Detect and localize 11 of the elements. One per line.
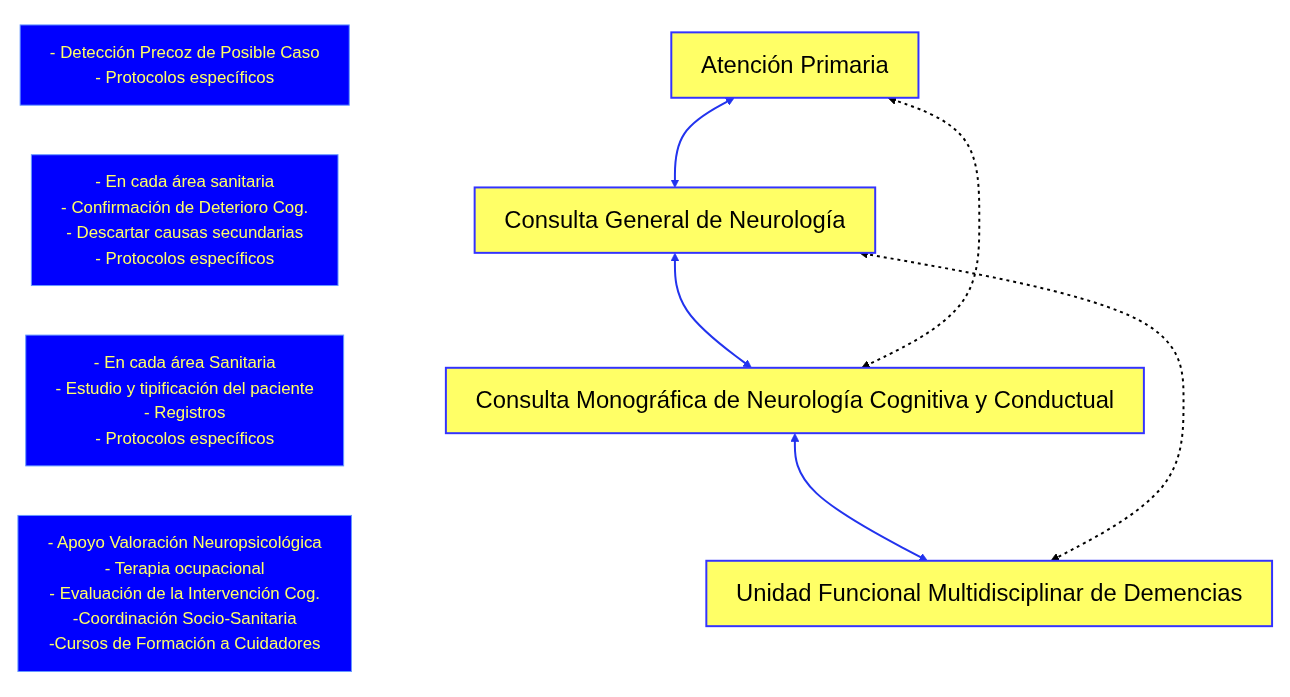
node-box: Atención Primaria: [670, 31, 920, 100]
node-box: Consulta General de Neurología: [473, 186, 877, 255]
node-box: Unidad Funcional Multidisciplinar de Demencias: [705, 560, 1274, 628]
arrow: [790, 433, 928, 562]
node-box: - Detección Precoz de Posible Caso - Protocolos específicos: [19, 24, 350, 106]
node-box: - En cada área sanitaria - Confirmación de Deterioro Cog. - Descartar causas secundarias - Protocolos específicos: [30, 154, 339, 287]
arrow: [670, 253, 752, 369]
node-box: - En cada área Sanitaria - Estudio y tipificación del paciente - Registros - Protocolos específicos: [25, 334, 345, 467]
node-box: - Apoyo Valoración Neuropsicológica - Terapia ocupacional - Evaluación de la Intervención Cog. -Coordinación Socio-Sanitaria -Cursos de Formación a Cuidadores: [17, 515, 352, 673]
node-box: Consulta Monográfica de Neurología Cognitiva y Conductual: [444, 367, 1145, 435]
arrow: [670, 97, 735, 189]
